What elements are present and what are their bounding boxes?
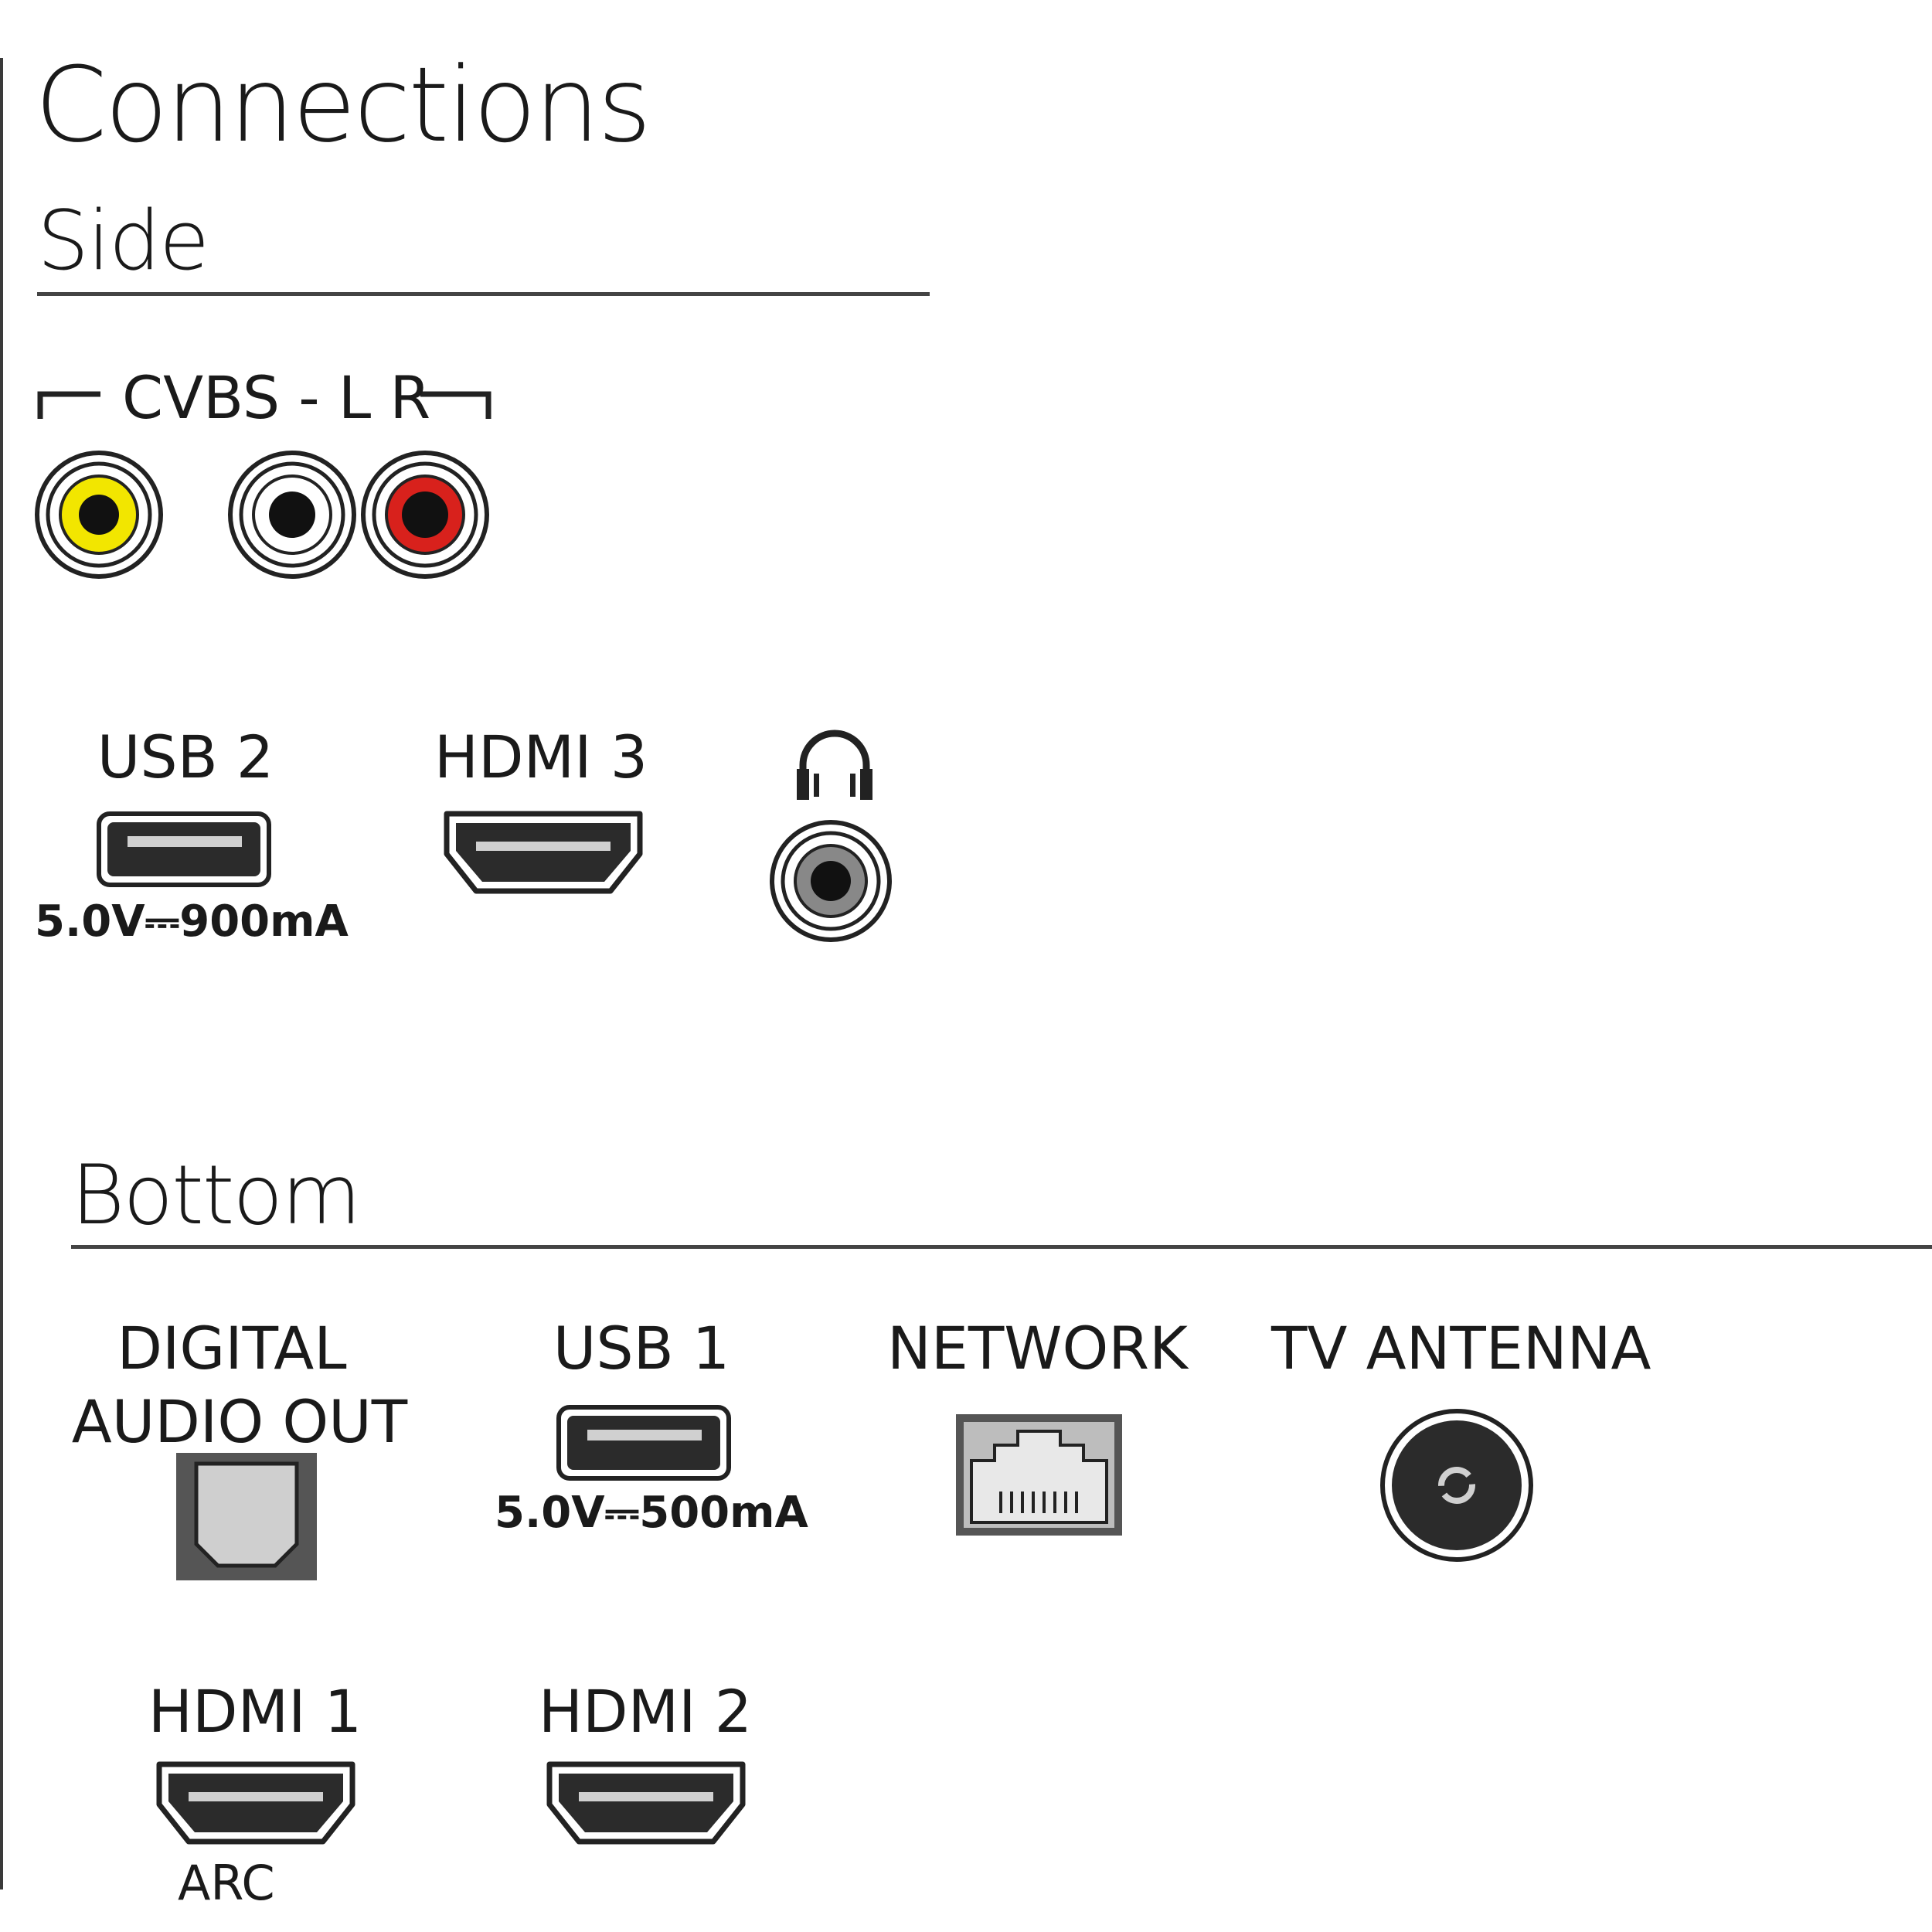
hdmi1-label: HDMI 1	[148, 1677, 362, 1746]
usb1-port-icon[interactable]	[556, 1405, 734, 1482]
antenna-port-icon[interactable]	[1379, 1408, 1538, 1566]
usb2-label: USB 2	[97, 723, 274, 791]
digital-audio-out-label-line2: AUDIO OUT	[71, 1387, 408, 1456]
hdmi3-port-icon[interactable]	[440, 808, 649, 900]
headphone-jack-icon[interactable]	[769, 819, 896, 947]
hdmi1-arc-note: ARC	[178, 1855, 275, 1911]
hdmi2-port-icon[interactable]	[543, 1758, 752, 1851]
bottom-heading: Bottom	[71, 1148, 361, 1243]
tv-antenna-label: TV ANTENNA	[1271, 1314, 1651, 1383]
hdmi3-label: HDMI 3	[434, 723, 648, 791]
cvbs-label: CVBS - L R	[122, 363, 431, 432]
side-divider	[37, 292, 930, 296]
usb2-rating: 5.0V⎓900mA	[35, 896, 349, 947]
page-title: Connections	[35, 45, 651, 165]
cvbs-bracket	[37, 391, 492, 419]
network-label: NETWORK	[887, 1314, 1188, 1383]
headphones-icon	[797, 730, 872, 800]
usb1-label: USB 1	[553, 1314, 730, 1383]
audio-left-jack-icon[interactable]	[228, 451, 359, 582]
hdmi1-port-icon[interactable]	[153, 1758, 362, 1851]
left-border-line	[0, 58, 3, 1889]
optical-port-icon[interactable]	[176, 1453, 317, 1580]
usb2-port-icon[interactable]	[97, 811, 274, 889]
digital-audio-out-label-line1: DIGITAL	[117, 1314, 347, 1383]
hdmi2-label: HDMI 2	[538, 1677, 753, 1746]
ethernet-port-icon[interactable]	[956, 1414, 1122, 1536]
usb1-rating: 5.0V⎓500mA	[495, 1488, 808, 1538]
bottom-divider	[71, 1245, 1932, 1249]
audio-right-jack-icon[interactable]	[361, 451, 492, 582]
side-heading: Side	[37, 193, 209, 288]
cvbs-video-jack-icon[interactable]	[35, 451, 166, 582]
